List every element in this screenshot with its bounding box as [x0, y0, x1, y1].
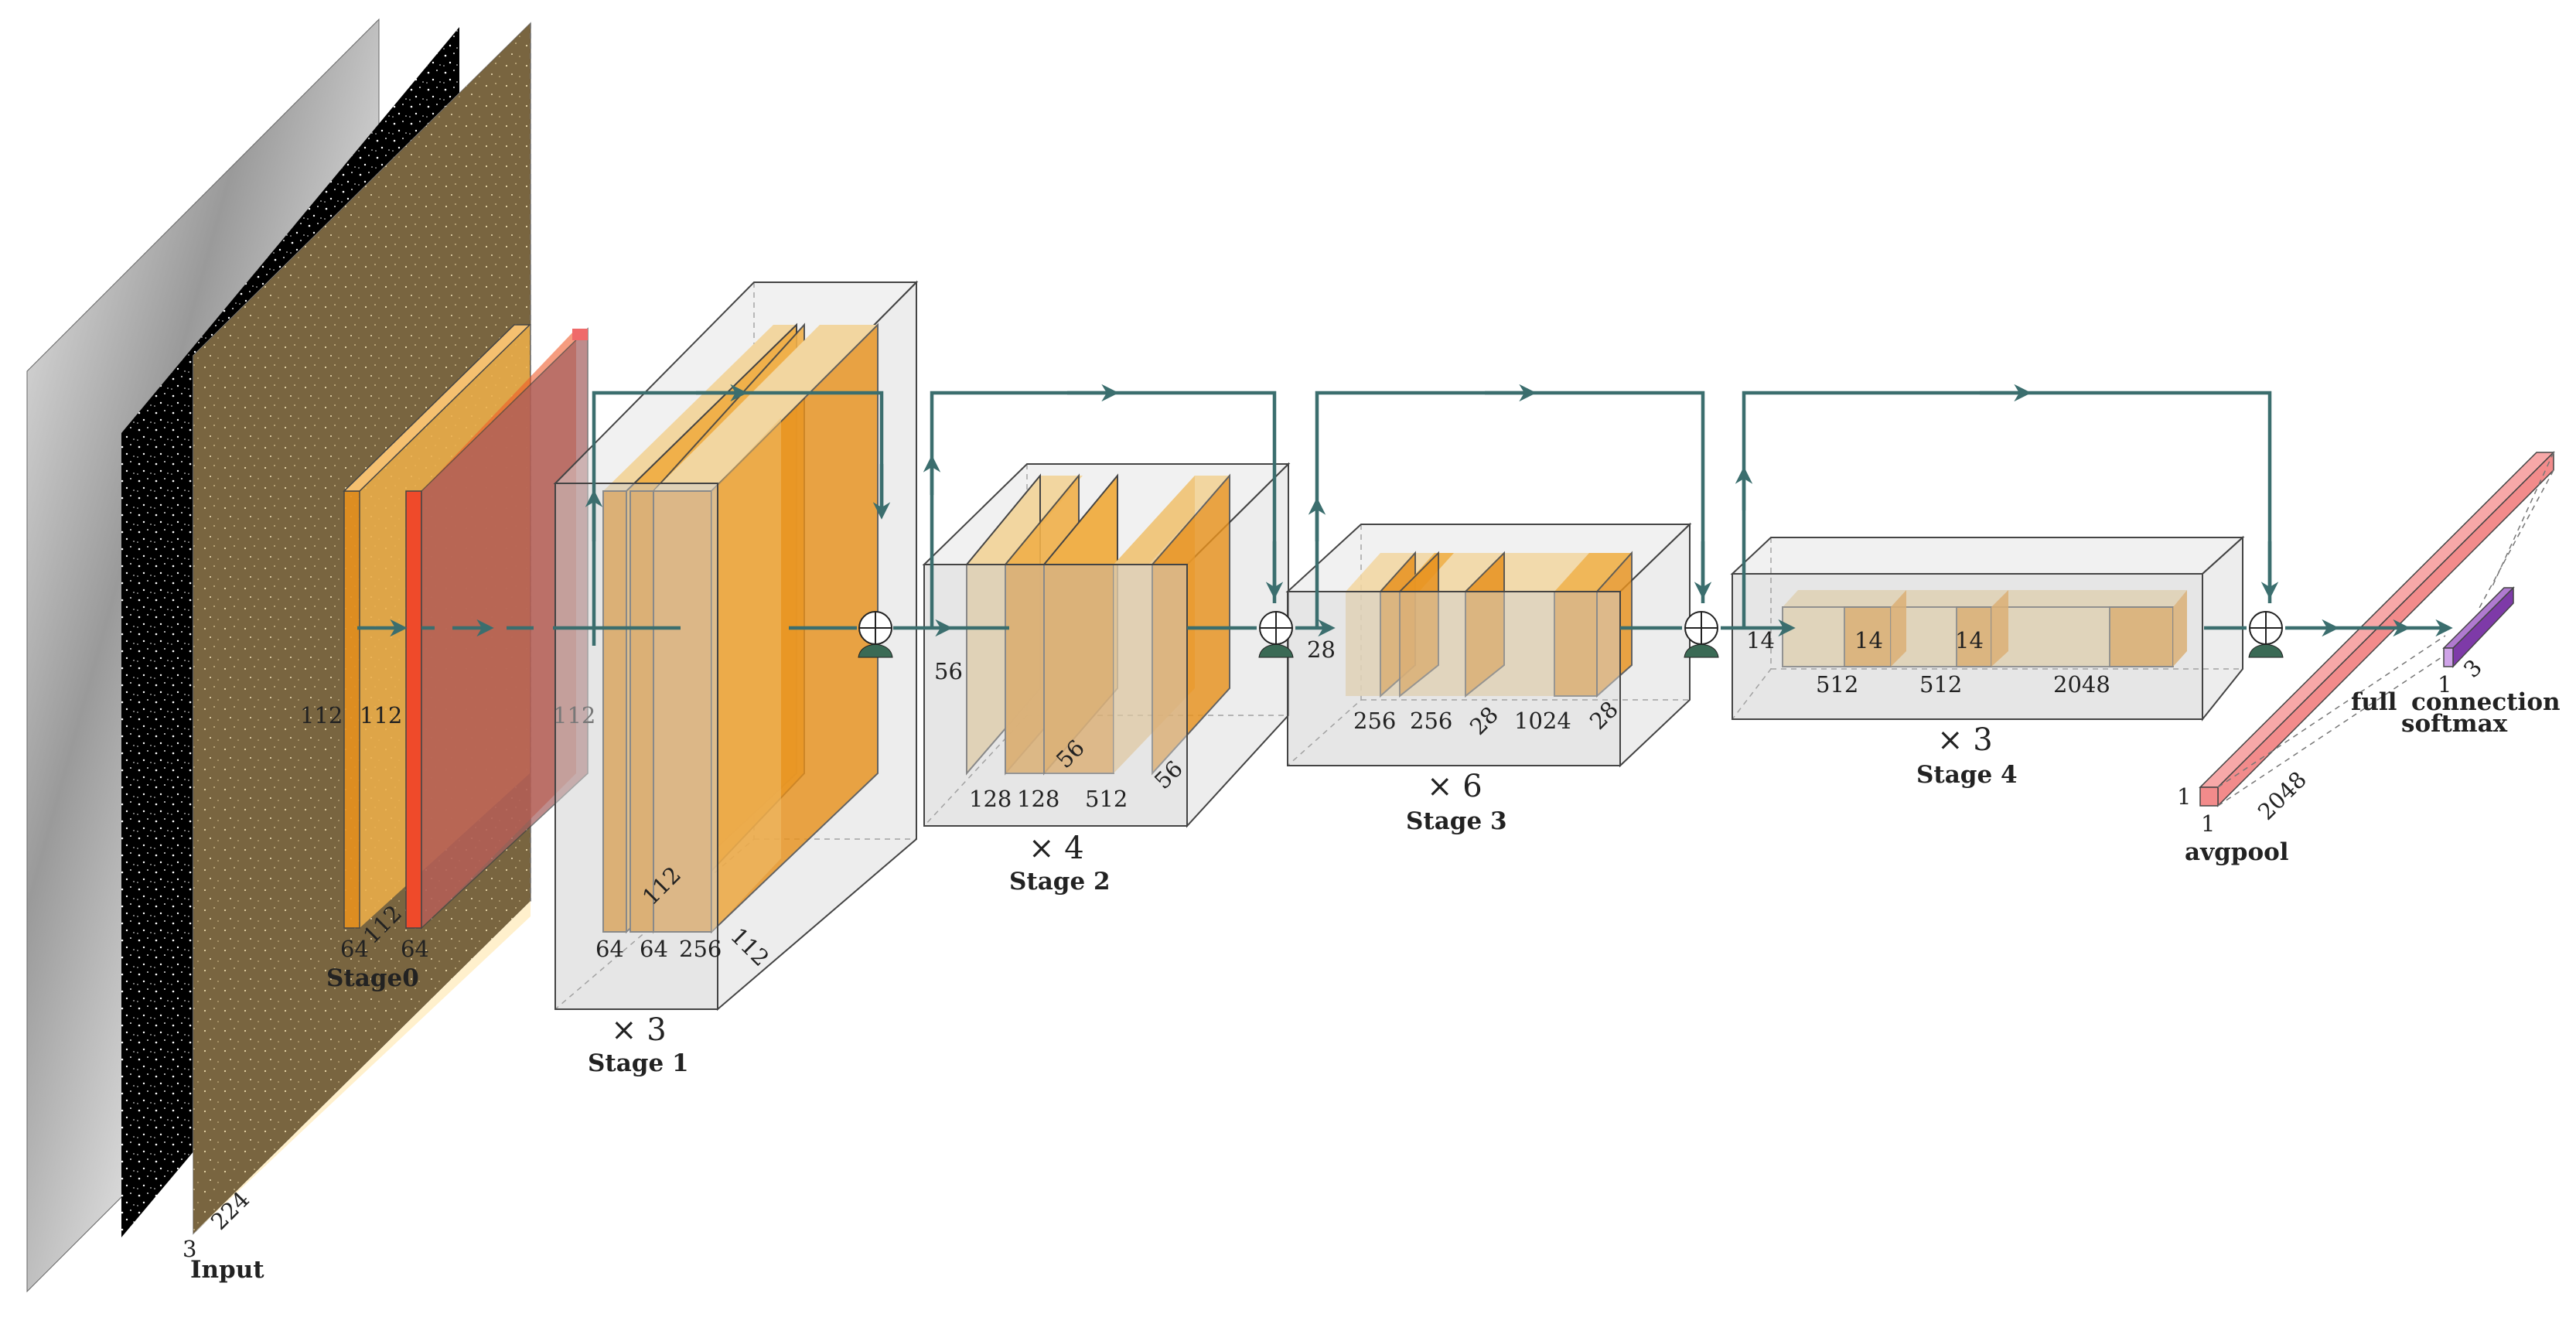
input-dim-channels: 3: [183, 1236, 196, 1262]
stage0-relu-front: [405, 490, 422, 929]
stage2-dim-a: 128: [969, 786, 1012, 812]
stage2-box-front: [923, 564, 1188, 827]
stage1-dim-a: 64: [595, 936, 624, 962]
stage4-dim-height: 14: [1746, 627, 1775, 653]
stage2-dim-b: 128: [1017, 786, 1059, 812]
stage3-dim-height: 28: [1307, 636, 1336, 663]
sum-node-stage4: [2248, 611, 2284, 658]
stage4-dim-inner-a: 14: [1854, 627, 1883, 653]
stage0-block: 112 112 112 64 112 64 Stage0: [300, 324, 595, 992]
stage4-multiplier: × 3: [1937, 722, 1993, 758]
softmax-label: softmax: [2401, 710, 2508, 738]
avgpool-bar-front: [2199, 786, 2219, 807]
stage0-conv-front: [343, 490, 360, 929]
stage2-dim-height: 56: [934, 658, 963, 684]
stage1-dim-c: 256: [679, 936, 722, 962]
stage1-label: Stage 1: [588, 1049, 689, 1077]
stage4-box-top: [1730, 537, 2245, 575]
stage3-label: Stage 3: [1406, 807, 1507, 835]
stage3-dim-c: 1024: [1514, 708, 1571, 734]
stage3-box-front: [1287, 591, 1621, 766]
stage4-dim-inner-b: 14: [1955, 627, 1984, 653]
softmax-dim-a: 1: [2438, 671, 2451, 698]
stage1-dim-b: 64: [640, 936, 668, 962]
stage1-multiplier: × 3: [611, 1012, 667, 1048]
stage4-dim-b: 512: [1919, 671, 1962, 698]
input-overlay-front-face: [193, 901, 531, 1233]
stage0-dim-height-a: 112: [300, 702, 343, 728]
stage0-dim-depth-a: 64: [340, 936, 369, 962]
softmax-dim-b: 3: [2458, 654, 2487, 683]
stage3-block: 28 256 256 28 1024 28 × 6 Stage 3: [1285, 522, 1692, 835]
fc-label-b: connection: [2411, 688, 2561, 716]
stage0-label: Stage0: [326, 964, 419, 992]
avgpool-dim-c: 2048: [2253, 766, 2312, 825]
sum-node-stage2: [1258, 611, 1294, 658]
stage2-block: 56 128 128 512 56 56 × 4 Stage 2: [922, 462, 1291, 896]
fc-label: full: [2351, 688, 2397, 716]
stage0-dim-height-b: 112: [360, 702, 402, 728]
stage1-block: 64 64 256 112 112 × 3 Stage 1: [553, 280, 919, 1077]
sum-node-stage3: [1684, 611, 1719, 658]
stage3-dim-b: 256: [1410, 708, 1452, 734]
softmax-bar-front: [2443, 647, 2454, 667]
input-label: Input: [190, 1256, 264, 1284]
stage2-label: Stage 2: [1009, 868, 1111, 896]
stage4-dim-c: 2048: [2053, 671, 2110, 698]
stage3-multiplier: × 6: [1427, 769, 1482, 804]
flow-edges: [357, 384, 2453, 646]
sum-node-stage1: [858, 611, 893, 658]
stage4-dim-a: 512: [1816, 671, 1858, 698]
stage1-box-front: [554, 483, 718, 1010]
stage4-block: 14 14 14 512 512 2048 × 3 Stage 4: [1730, 535, 2245, 789]
stage0-conv-top: [343, 324, 531, 492]
sum-nodes: [858, 611, 2284, 658]
stage4-box-front: [1732, 573, 2203, 720]
stage0-pool-top: [572, 329, 588, 340]
stage2-dim-c: 512: [1085, 786, 1128, 812]
stage3-dim-a: 256: [1353, 708, 1396, 734]
avgpool-label: avgpool: [2185, 838, 2289, 866]
stage0-dim-depth-b: 64: [401, 936, 429, 962]
avgpool-dim-a: 1: [2177, 783, 2191, 810]
avgpool-dim-b: 1: [2201, 810, 2215, 837]
stage1-conv-c-top: [653, 325, 878, 491]
stage4-label: Stage 4: [1916, 761, 2018, 789]
softmax-bar-side: [2452, 586, 2514, 668]
stage2-multiplier: × 4: [1029, 831, 1084, 866]
